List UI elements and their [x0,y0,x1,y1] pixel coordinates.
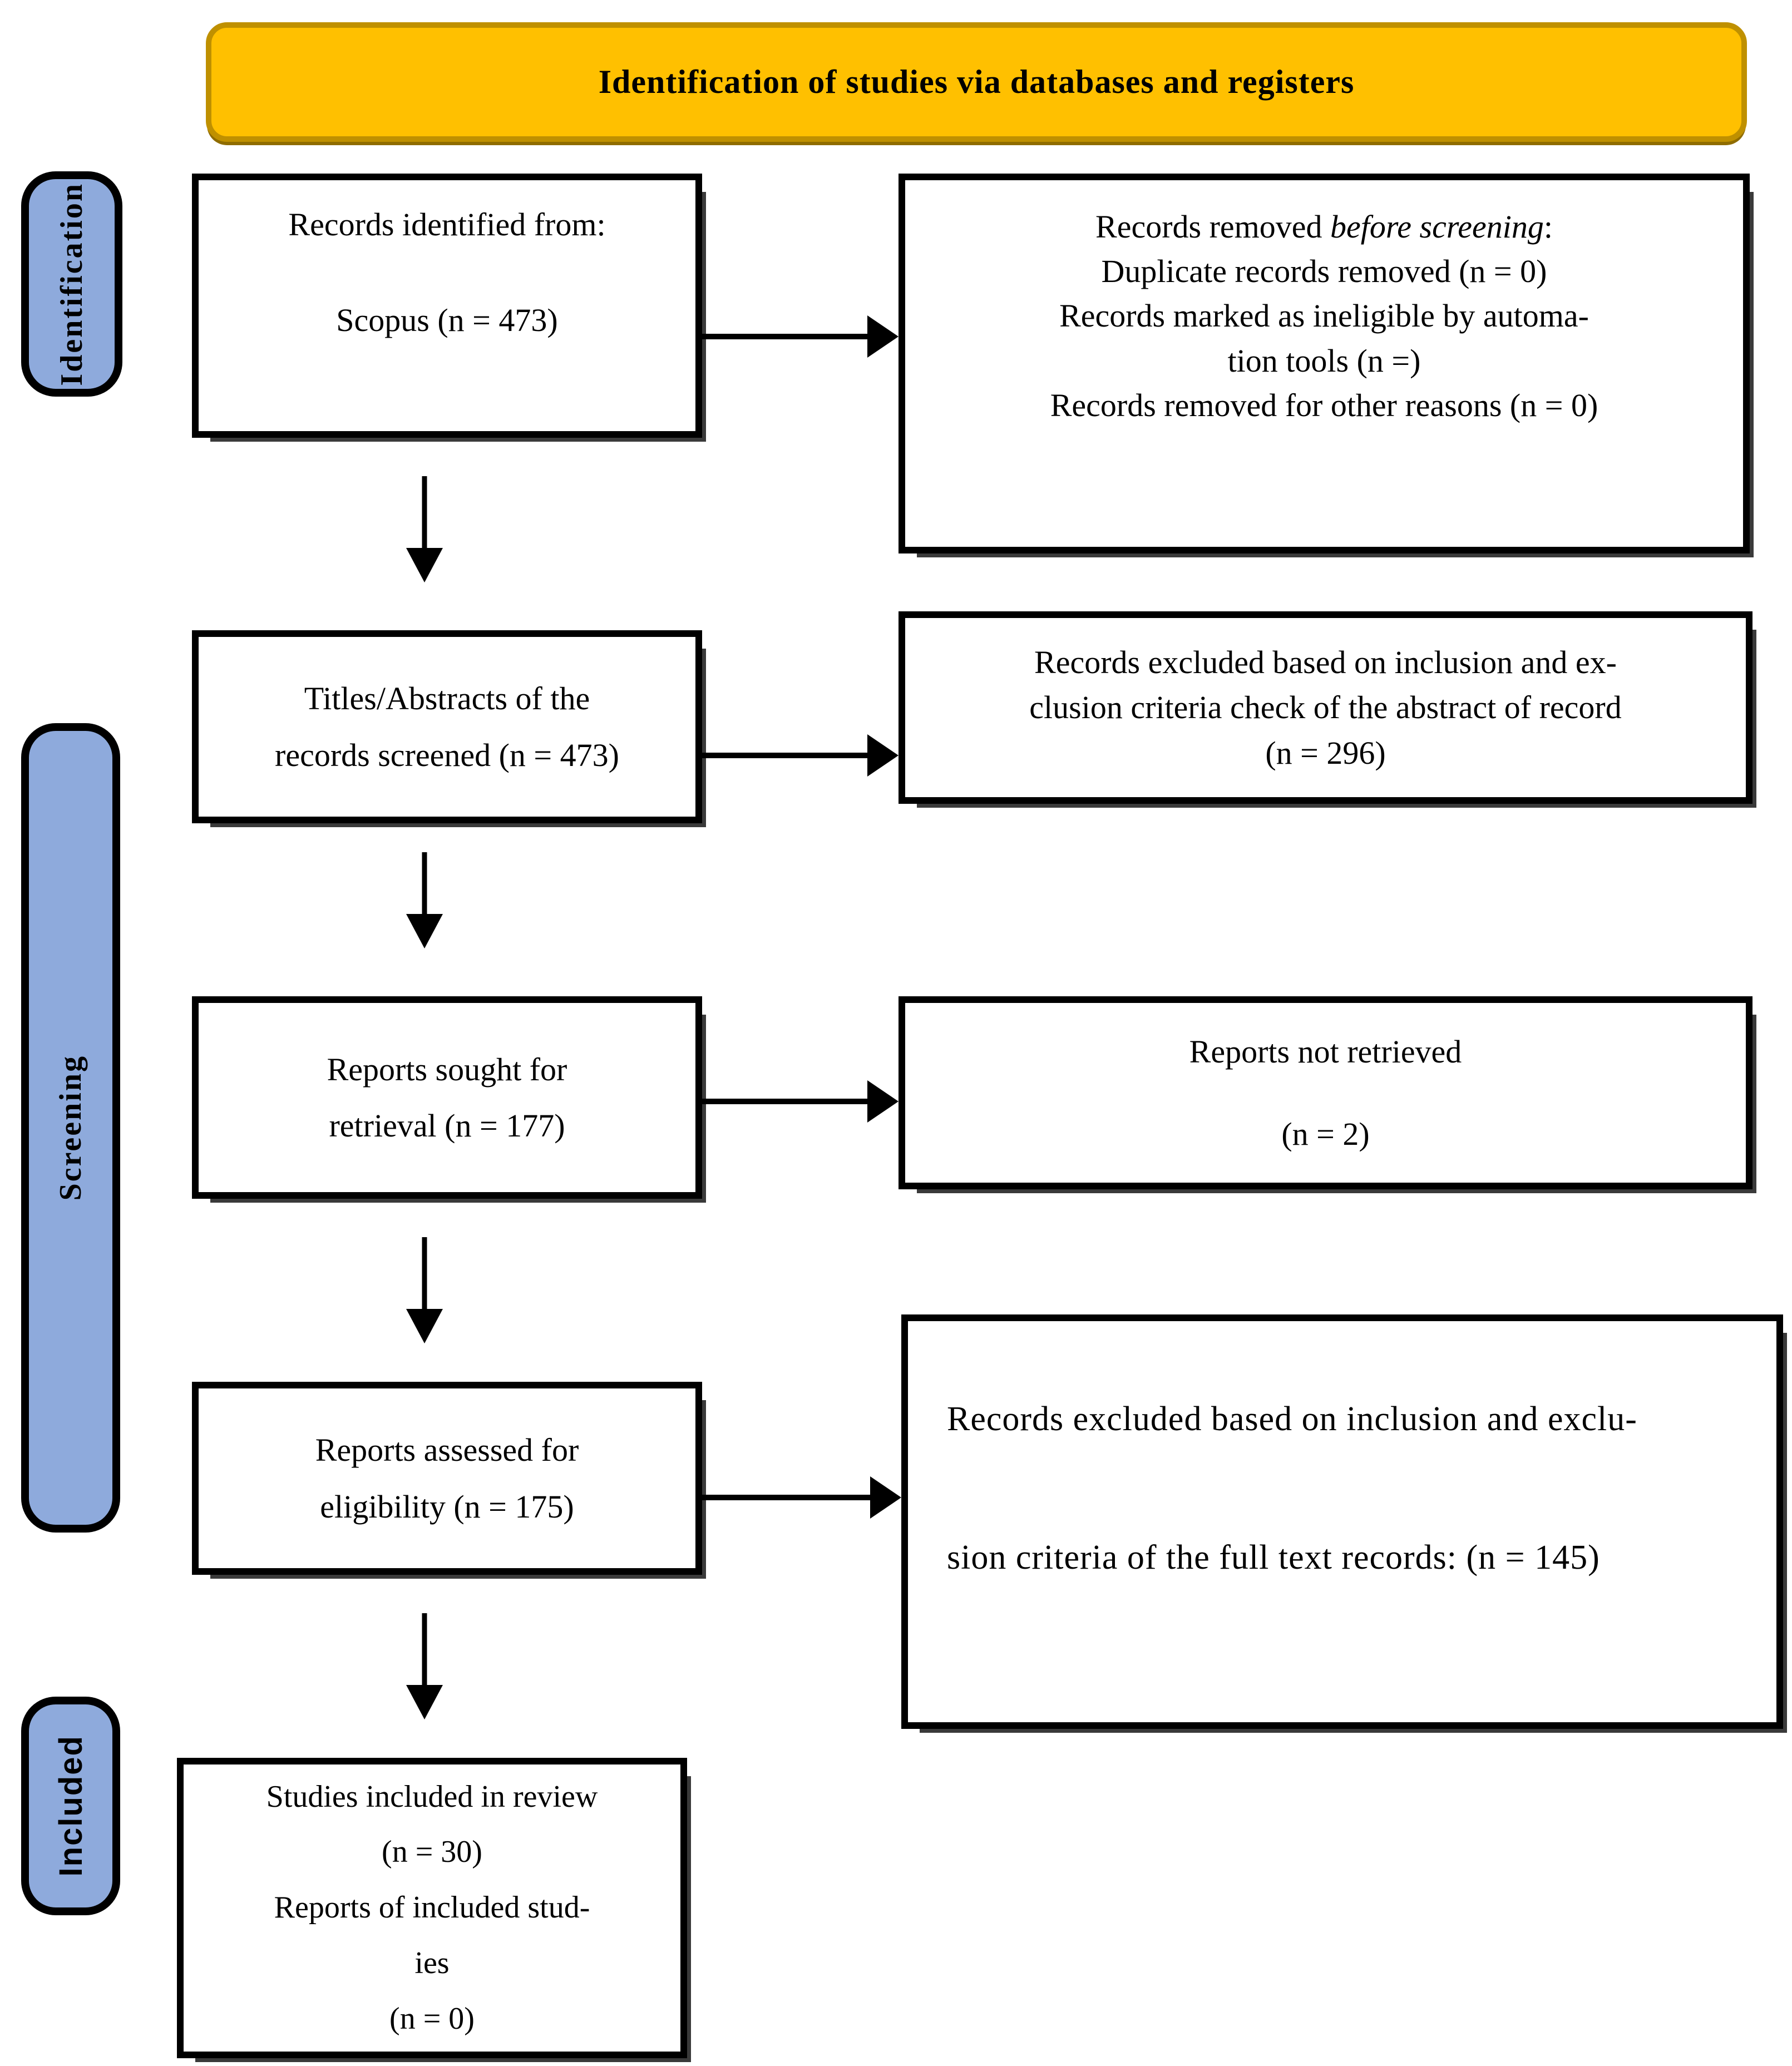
title-banner: Identification of studies via databases … [206,22,1747,142]
stage-label-included: Included [52,1735,89,1877]
arrow-down-icon [406,1309,443,1343]
titles-abstracts-line2: records screened (n = 473) [275,737,619,773]
reports-sought-line1: Reports sought for [327,1051,567,1088]
records-excluded-fulltext-line1: Records excluded based on inclusion and … [947,1400,1637,1438]
arrow-assessed-to-excluded-fulltext [702,1476,901,1519]
arrow-down-icon [406,548,443,582]
stage-pill-included: Included [21,1697,120,1915]
reports-included-count: (n = 0) [389,2001,475,2036]
studies-included-count: (n = 30) [382,1835,482,1870]
reports-not-retrieved-label: Reports not retrieved [1189,1033,1462,1070]
box-records-excluded-abstract: Records excluded based on inclusion and … [899,611,1752,804]
before-screening-italic: before screening [1330,209,1544,245]
arrow-right-icon [867,734,899,777]
arrow-stem [702,1099,867,1104]
stage-label-identification: Identification [55,182,89,386]
reports-not-retrieved-count: (n = 2) [1281,1115,1370,1152]
records-excluded-abstract-line2: clusion criteria check of the abstract o… [1029,689,1622,726]
stage-pill-identification: Identification [21,171,122,397]
arrow-stem [702,1495,870,1500]
arrow-assessed-to-included [404,1613,445,1719]
arrow-stem [422,476,427,548]
arrow-stem [702,753,867,758]
arrow-sought-to-assessed [404,1237,445,1343]
records-identified-heading: Records identified from: [288,206,606,243]
box-records-identified: Records identified from: Scopus (n = 473… [192,174,702,438]
box-reports-assessed: Reports assessed for eligibility (n = 17… [192,1382,702,1575]
arrow-screened-to-excluded [702,734,899,777]
titles-abstracts-line1: Titles/Abstracts of the [304,680,590,716]
reports-included-line1: Reports of included stud- [274,1890,590,1925]
reports-assessed-line1: Reports assessed for [315,1432,579,1468]
arrow-identified-to-removed [702,315,899,358]
box-reports-sought: Reports sought for retrieval (n = 177) [192,996,702,1199]
reports-sought-line2: retrieval (n = 177) [329,1108,565,1144]
duplicates-removed: Duplicate records removed (n = 0) [1101,253,1547,290]
arrow-sought-to-not-retrieved [702,1080,899,1123]
records-excluded-abstract-line1: Records excluded based on inclusion and … [1034,644,1617,681]
removed-other-reasons: Records removed for other reasons (n = 0… [1050,387,1598,423]
arrow-stem [422,852,427,914]
box-reports-not-retrieved: Reports not retrieved (n = 2) [899,996,1752,1189]
box-studies-included: Studies included in review (n = 30) Repo… [177,1758,687,2058]
arrow-down-icon [406,1685,443,1719]
records-excluded-abstract-count: (n = 296) [1265,734,1386,771]
box-records-excluded-fulltext: Records excluded based on inclusion and … [901,1314,1783,1729]
diagram-title: Identification of studies via databases … [598,63,1355,100]
records-identified-scopus-count: Scopus (n = 473) [336,302,558,338]
arrow-right-icon [867,315,899,358]
arrow-stem [422,1613,427,1685]
box-titles-abstracts-screened: Titles/Abstracts of the records screened… [192,630,702,823]
records-excluded-fulltext-line2: sion criteria of the full text records: … [947,1539,1600,1576]
arrow-right-icon [867,1080,899,1123]
reports-assessed-line2: eligibility (n = 175) [320,1488,574,1525]
box-records-removed-before-screening: Records removed before screening: Duplic… [899,174,1750,553]
arrow-right-icon [870,1476,901,1519]
automation-ineligible-line2: tion tools (n =) [1227,342,1421,379]
automation-ineligible-line1: Records marked as ineligible by automa- [1059,298,1589,334]
arrow-screened-to-sought [404,852,445,948]
arrow-stem [422,1237,427,1309]
stage-pill-screening: Screening [21,723,120,1533]
arrow-identified-to-screened [404,476,445,582]
arrow-down-icon [406,914,443,948]
records-removed-heading: Records removed before screening: [1095,209,1553,245]
studies-included-line1: Studies included in review [266,1779,598,1814]
stage-label-screening: Screening [53,1055,88,1201]
reports-included-line2: ies [414,1945,450,1980]
arrow-stem [702,334,867,339]
